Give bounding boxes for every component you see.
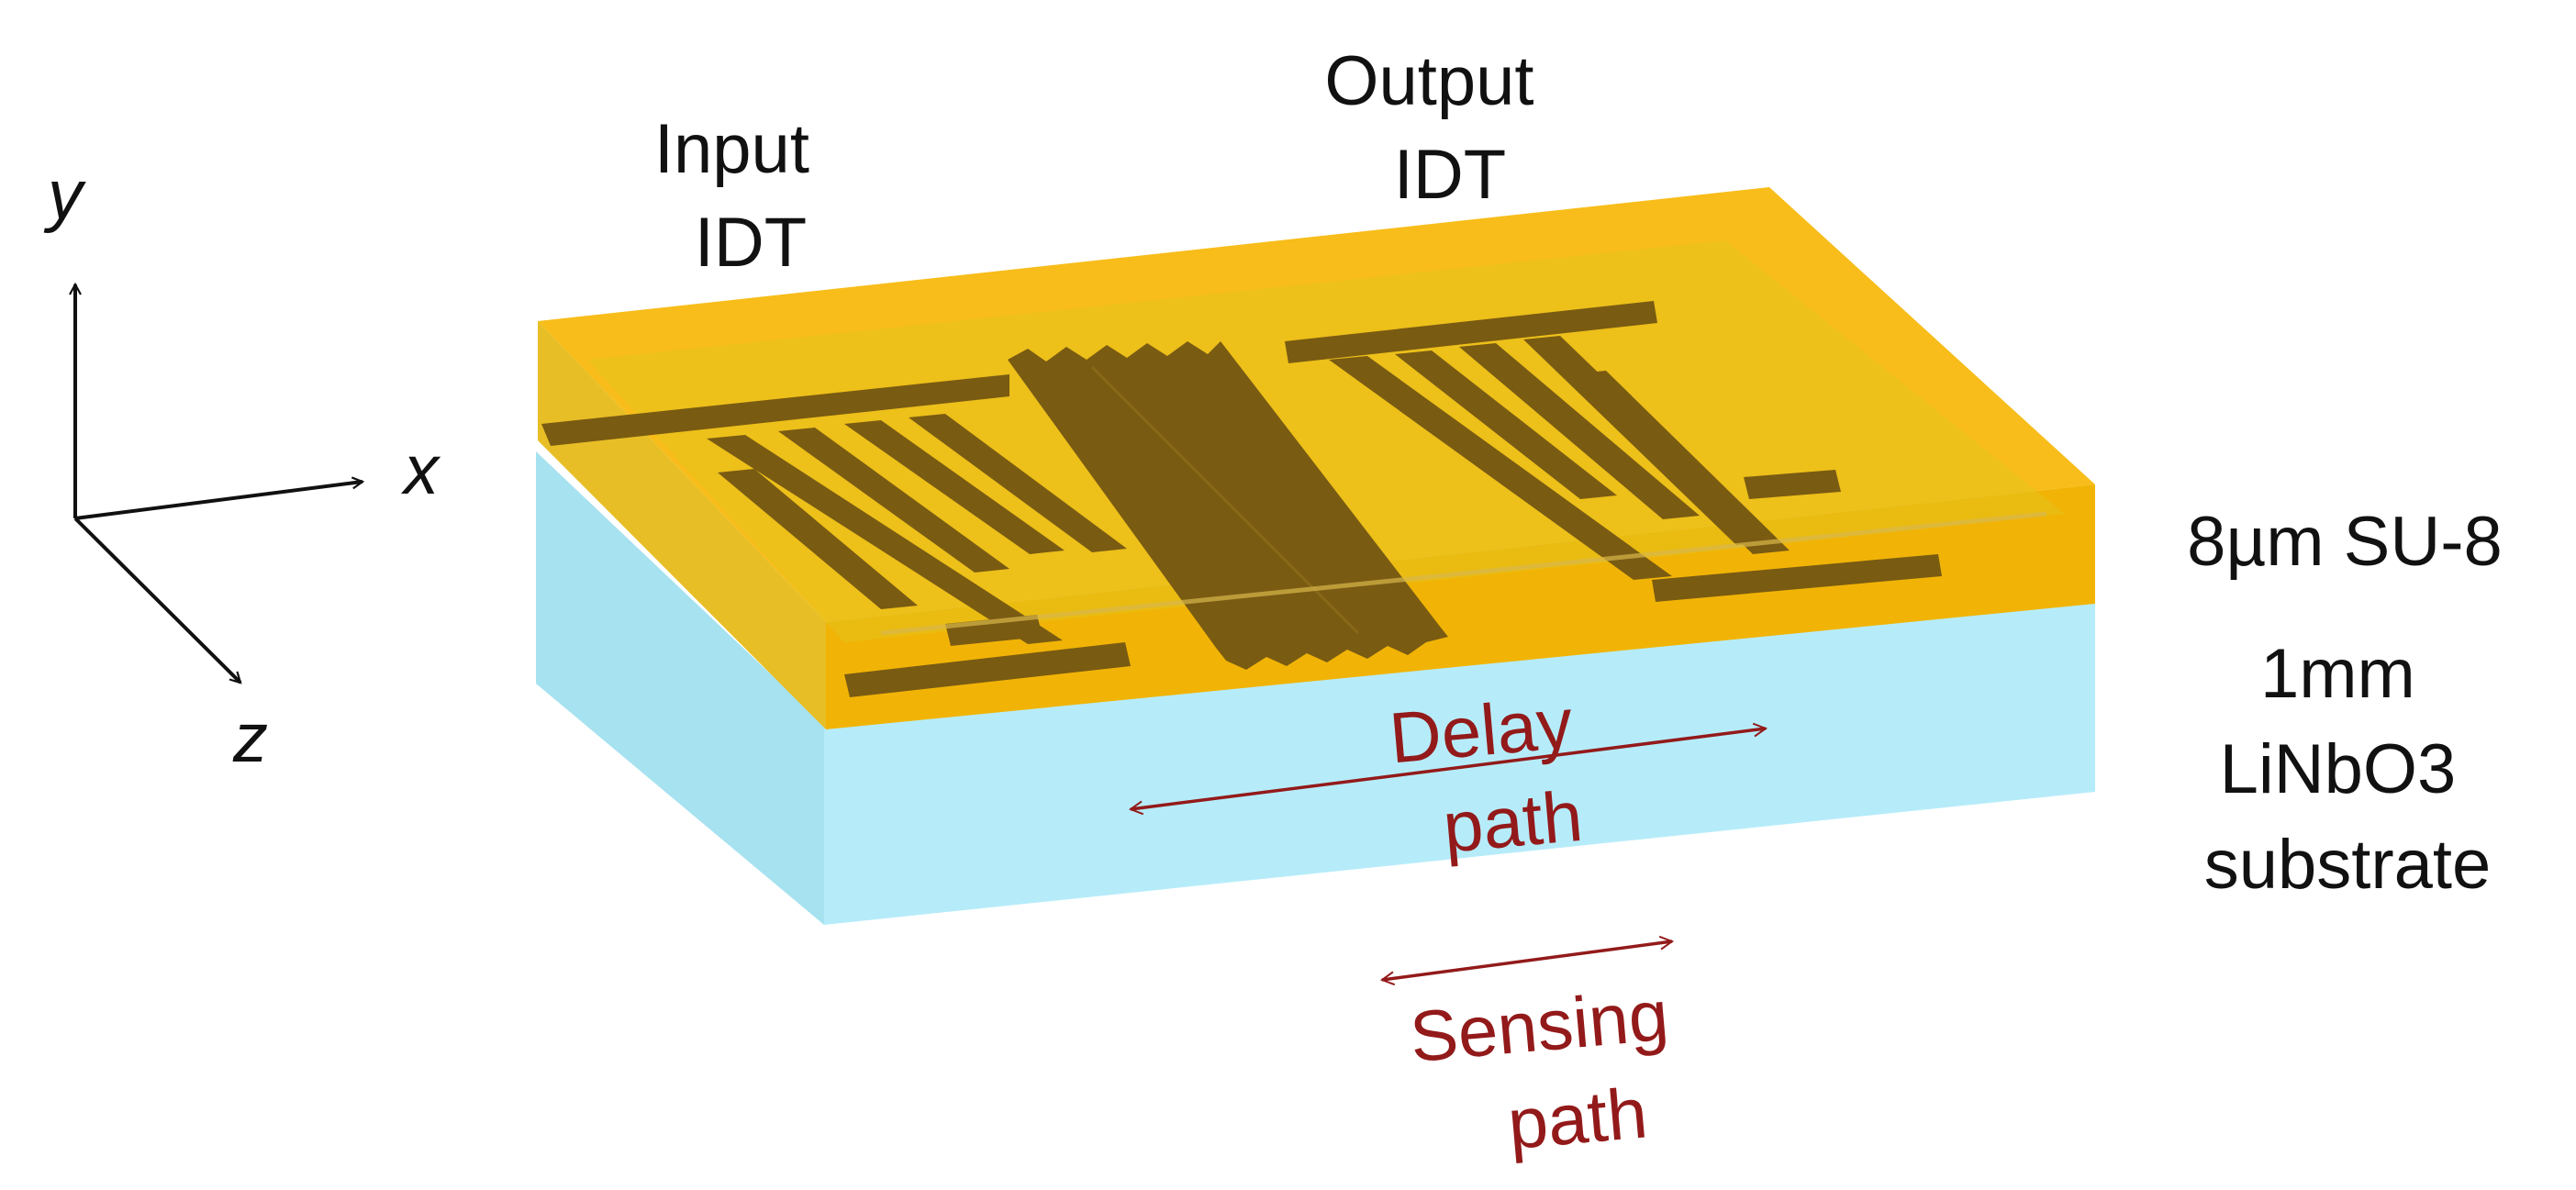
delay-path-arrow <box>1131 728 1766 809</box>
output-idt-finger <box>1329 356 1672 580</box>
delay-path-label-line1: Delay <box>1387 682 1576 778</box>
sensing-path-arrow <box>1382 941 1672 980</box>
sensing-path-label-group: Sensing path <box>1407 973 1700 1173</box>
substrate-left-face <box>536 451 824 925</box>
input-idt-finger <box>707 435 1063 644</box>
output-idt-finger <box>1569 371 1790 554</box>
substrate-label-line2: LiNbO3 <box>2220 730 2457 808</box>
input-idt-label-line2: IDT <box>695 204 807 282</box>
x-axis-line <box>74 482 362 520</box>
output-idt-top-bus <box>1285 301 1657 363</box>
sensing-path-label: Sensing path <box>1407 973 1700 1173</box>
substrate-label-line1: 1mm <box>2260 635 2415 713</box>
input-idt-label-line1: Input <box>654 110 809 188</box>
output-idt-label-line2: IDT <box>1394 136 1506 214</box>
input-idt-finger <box>909 414 1127 552</box>
input-idt-label: Input IDT <box>654 110 829 282</box>
input-idt-bottom-bus <box>844 642 1131 697</box>
output-idt-electrode <box>1285 301 1942 602</box>
input-idt-finger <box>778 428 1009 573</box>
x-axis-label: x <box>400 431 441 509</box>
delay-path-label-group: Delay path <box>1387 681 1604 873</box>
sensing-path-label-line2: path <box>1505 1072 1651 1164</box>
sensing-path-label-line1: Sensing <box>1407 974 1671 1077</box>
z-axis-line <box>73 517 240 683</box>
input-idt-electrode <box>541 374 1131 697</box>
axes-icon <box>75 284 362 683</box>
substrate-label: 1mm LiNbO3 substrate <box>2204 635 2492 904</box>
su8-layer-label: 8µm SU-8 <box>2187 503 2503 581</box>
su8-reflection-line <box>880 511 2047 636</box>
y-axis-label: y <box>43 156 86 234</box>
input-idt-finger <box>718 469 918 609</box>
output-idt-right-connector <box>1744 470 1841 499</box>
input-idt-finger <box>844 420 1065 554</box>
delay-path-label: Delay path <box>1387 681 1604 873</box>
output-idt-finger <box>1459 343 1700 519</box>
substrate-label-line3: substrate <box>2204 826 2492 904</box>
electrodes <box>541 301 2047 697</box>
output-idt-label-line1: Output <box>1324 42 1533 120</box>
output-idt-label: Output IDT <box>1324 42 1553 214</box>
output-idt-bottom-bus <box>1652 554 1942 602</box>
input-idt-bus-line <box>541 374 1009 446</box>
delay-path-label-line2: path <box>1440 775 1586 868</box>
z-axis-label: z <box>232 699 268 777</box>
output-idt-finger <box>1395 350 1617 499</box>
